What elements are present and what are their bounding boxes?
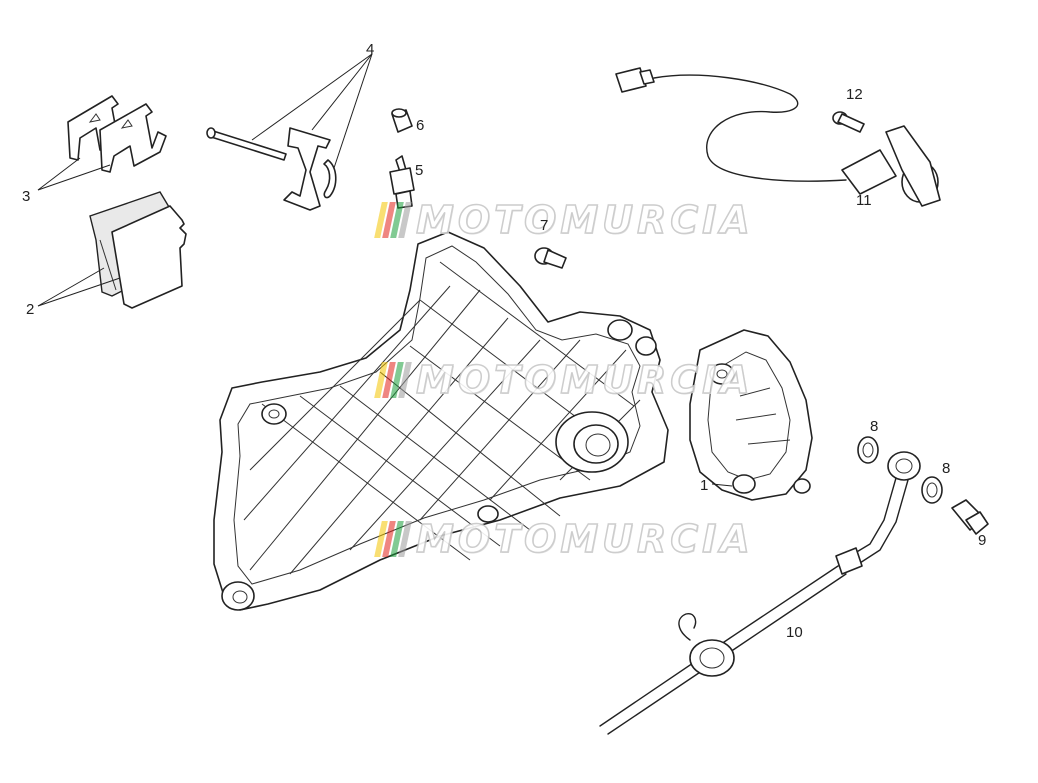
pad-spring-part-3 [37, 95, 167, 191]
callout-1: 1 [700, 477, 709, 494]
callout-7: 7 [540, 217, 549, 234]
callout-11: 11 [856, 192, 872, 209]
sensor-screw-part-12 [832, 111, 865, 133]
caliper-bracket [213, 231, 669, 611]
pin-spring-clip-part-4 [206, 53, 373, 211]
bolt-part-7 [534, 247, 567, 269]
brake-hose-part-10 [599, 451, 921, 735]
speed-sensor-part-11 [615, 67, 941, 207]
watermark-text: MOTOMURCIA [415, 516, 754, 562]
callout-6: 6 [416, 117, 425, 134]
washer-part-8-upper [857, 436, 879, 464]
watermark-logo-middle: MOTOMURCIA [374, 357, 750, 403]
callout-5: 5 [415, 162, 424, 179]
callout-10: 10 [786, 624, 803, 641]
callout-4: 4 [366, 41, 375, 58]
watermark-logo-top: MOTOMURCIA [374, 197, 750, 243]
callout-9: 9 [978, 532, 987, 549]
watermark-logo-bottom: MOTOMURCIA [374, 516, 750, 562]
watermark-stripes-icon [374, 362, 412, 398]
brake-caliper-part-1 [689, 329, 813, 501]
callout-2: 2 [26, 301, 35, 318]
callout-8-upper: 8 [870, 418, 879, 435]
watermark-text: MOTOMURCIA [415, 197, 754, 243]
watermark-stripes-icon [374, 521, 412, 557]
watermark-text: MOTOMURCIA [415, 357, 754, 403]
brake-pads-part-2 [37, 191, 187, 309]
callout-8-lower: 8 [942, 460, 951, 477]
callout-12: 12 [846, 86, 863, 103]
fitting-part-9 [951, 499, 989, 535]
bleed-cap-part-6 [391, 108, 413, 133]
washer-part-8-lower [921, 476, 943, 504]
watermark-stripes-icon [374, 202, 412, 238]
callout-3: 3 [22, 188, 31, 205]
